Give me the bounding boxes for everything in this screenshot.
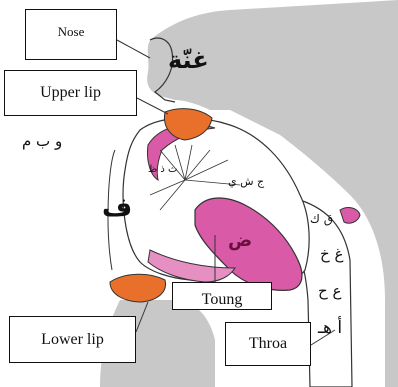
palate-letters-text: ج ش ي <box>228 175 264 188</box>
lower-lip-shape <box>110 274 166 302</box>
qaf-kaf-text: ق ك <box>310 212 333 226</box>
teeth-letters-text: ث ذ ظ <box>148 164 177 175</box>
tongue-label: Toung <box>172 282 272 310</box>
nose-label: Nose <box>25 9 117 60</box>
middle-letter-text: ض <box>228 230 252 251</box>
throat-label: Throa <box>225 322 311 366</box>
uvula <box>340 208 360 224</box>
throat-middle-text: ع ح <box>318 282 341 300</box>
throat-upper-text: غ خ <box>320 245 343 263</box>
ghunna-text: غنّة <box>168 46 209 74</box>
upper-lip-label: Upper lip <box>4 70 137 116</box>
faa-text: ف <box>102 193 132 223</box>
lips-letters-text: و ب م <box>22 132 62 150</box>
lower-lip-label: Lower lip <box>9 316 136 363</box>
throat-lower-text: أ هـ <box>318 318 342 338</box>
